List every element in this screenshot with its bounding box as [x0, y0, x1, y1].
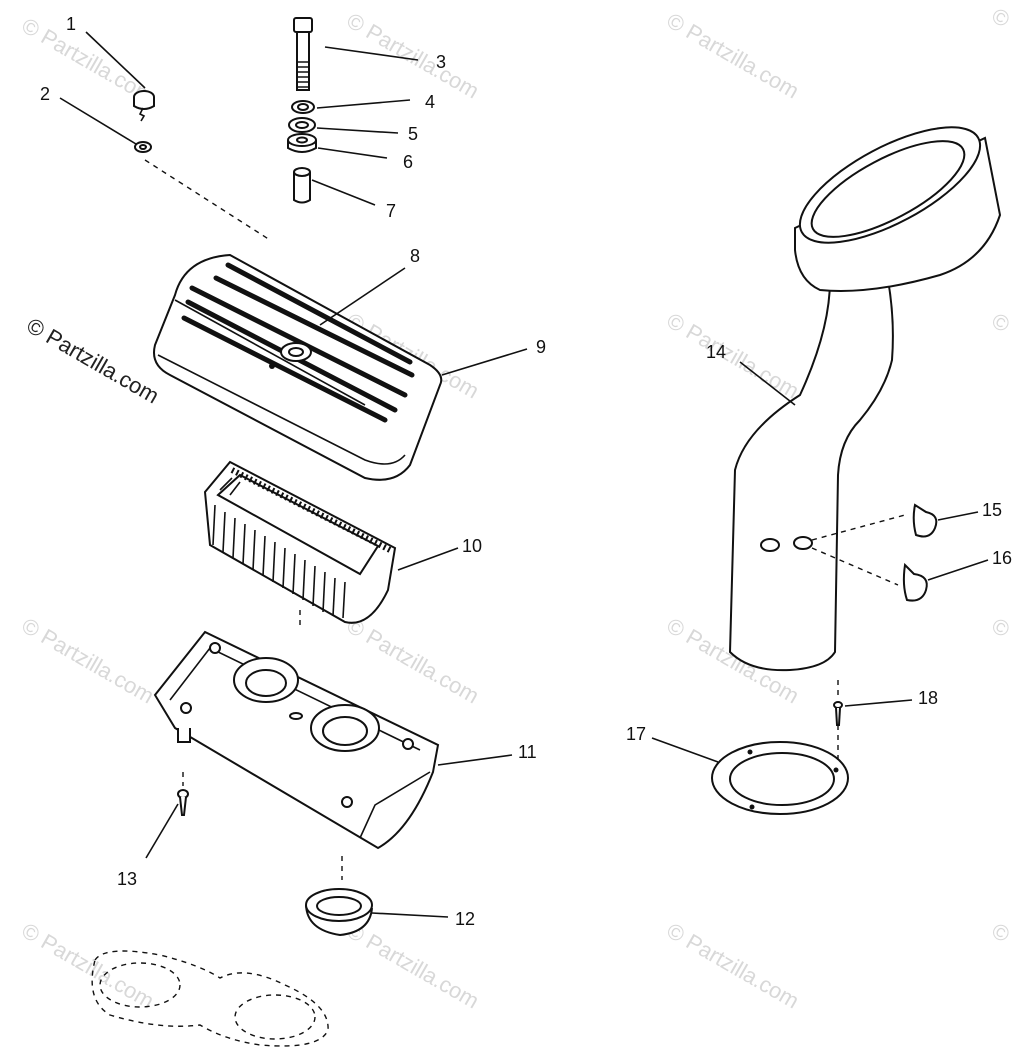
watermark: ©	[988, 3, 1015, 33]
watermark-grid: © Partzilla.com © Partzilla.com © Partzi…	[18, 3, 1015, 1014]
watermark: © Partzilla.com	[343, 918, 484, 1014]
dashed-reed-outline	[91, 950, 329, 1047]
callout-3: 3	[436, 52, 446, 72]
callout-14: 14	[706, 342, 726, 362]
part-7-sleeve	[293, 167, 311, 204]
watermark-dark: © Partzilla.com	[23, 313, 164, 409]
callout-16: 16	[992, 548, 1012, 568]
part-4-lock-washer	[291, 100, 315, 114]
part-13-screw	[177, 789, 189, 816]
callout-13: 13	[117, 869, 137, 889]
part-11-base	[153, 630, 440, 850]
watermark: © Partzilla.com	[343, 8, 484, 104]
part-1-knob	[133, 90, 155, 122]
callout-7: 7	[386, 201, 396, 221]
callout-11: 11	[518, 742, 537, 762]
callout-labels: 1 2 3 4 5 6 7 8 9 10 11 12 13 14 15 16 1…	[40, 14, 1012, 929]
callout-1: 1	[66, 14, 76, 34]
assembly-line	[811, 514, 906, 541]
callout-9: 9	[536, 337, 546, 357]
callout-2: 2	[40, 84, 50, 104]
part-3-bolt	[293, 17, 313, 91]
watermark: ©	[988, 918, 1015, 948]
callout-18: 18	[918, 688, 938, 708]
watermark: ©	[988, 308, 1015, 338]
assembly-line	[144, 159, 271, 241]
callout-5: 5	[408, 124, 418, 144]
watermark: © Partzilla.com	[18, 613, 159, 709]
part-2-washer	[134, 141, 152, 153]
watermark: © Partzilla.com	[663, 918, 804, 1014]
callout-17: 17	[626, 724, 646, 744]
watermark: © Partzilla.com	[343, 613, 484, 709]
part-9-cover	[153, 253, 443, 481]
watermark: © Partzilla.com	[663, 308, 804, 404]
callout-8: 8	[410, 246, 420, 266]
part-5-washer	[288, 117, 316, 133]
watermark: © Partzilla.com	[663, 8, 804, 104]
part-15-clip	[912, 503, 938, 538]
callout-10: 10	[462, 536, 482, 556]
part-6-spacer	[287, 133, 317, 153]
part-10-filter	[203, 460, 397, 624]
part-17-gasket	[711, 741, 849, 815]
leader-lines	[59, 31, 989, 918]
callout-4: 4	[425, 92, 435, 112]
callout-12: 12	[455, 909, 475, 929]
callout-15: 15	[982, 500, 1002, 520]
watermark: ©	[988, 613, 1015, 643]
part-16-clip	[902, 562, 928, 602]
callout-6: 6	[403, 152, 413, 172]
part-12-boot	[305, 888, 373, 937]
part-14-intake-duct	[728, 126, 1002, 672]
watermark: © Partzilla.com	[18, 918, 159, 1014]
part-18-screw	[833, 701, 843, 726]
